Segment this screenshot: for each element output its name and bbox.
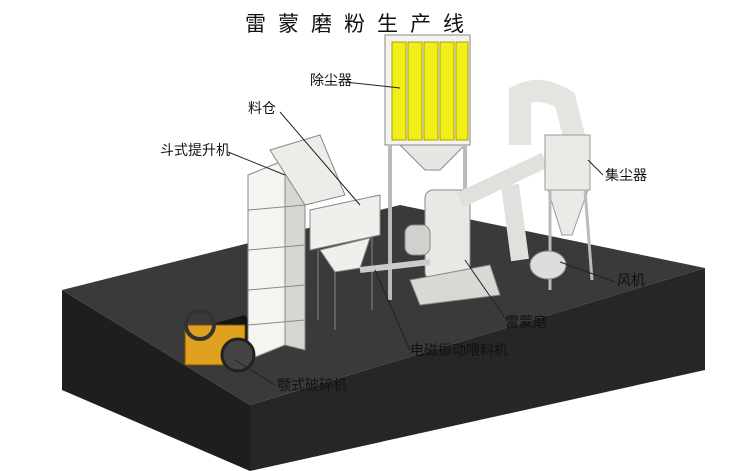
raymond-mill (359, 189, 501, 306)
label-raymond-mill: 雷蒙磨 (505, 315, 547, 331)
silo (309, 194, 381, 330)
cyclone-collector (456, 80, 594, 290)
label-fan: 风机 (617, 273, 645, 289)
label-bucket-elevator: 斗式提升机 (160, 143, 230, 159)
label-vibrating-feeder: 电磁振动喂料机 (410, 343, 508, 359)
label-cyclone-collector: 集尘器 (605, 168, 647, 184)
fan (529, 250, 567, 280)
bucket-elevator (247, 134, 346, 361)
jaw-crusher (184, 309, 256, 373)
label-leaders (227, 81, 616, 386)
label-dust-remover: 除尘器 (310, 73, 352, 89)
label-silo: 料仓 (248, 101, 276, 117)
dust-remover (384, 34, 471, 300)
diagram-title: 雷蒙磨粉生产线 (245, 12, 476, 36)
label-jaw-crusher: 颚式破碎机 (277, 378, 347, 394)
concrete-platform (62, 205, 705, 471)
